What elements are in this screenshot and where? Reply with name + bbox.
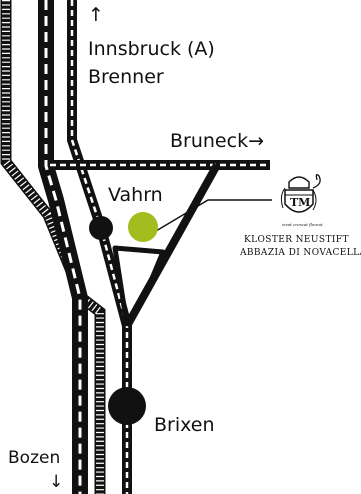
road-link-east (123, 163, 221, 328)
town-dot-icon (89, 216, 113, 240)
motorway (38, 0, 88, 494)
town-dot-icon (108, 387, 146, 425)
destination-innsbruck: Innsbruck (A) (88, 38, 215, 60)
logo-name-de: KLOSTER NEUSTIFT (244, 235, 349, 245)
destination-bozen: Bozen (8, 448, 61, 468)
monastery-location-icon (128, 212, 158, 242)
south-arrow: ↓ (49, 472, 64, 492)
abbey-crest-icon: TM (280, 174, 321, 213)
destination-bruneck: Bruneck→ (170, 130, 264, 152)
logo-name-it: ABBAZIA DI NOVACELLA (240, 248, 361, 258)
town-label-vahrn: Vahrn (108, 184, 163, 206)
destination-brenner: Brenner (88, 66, 164, 88)
logo-motto: vivat crescat floreat (282, 222, 323, 227)
town-label-brixen: Brixen (154, 414, 215, 436)
road-to-monastery (112, 245, 166, 327)
north-arrow: ↑ (88, 4, 104, 26)
logo-pointer-line (150, 199, 272, 235)
svg-text:TM: TM (290, 196, 310, 209)
